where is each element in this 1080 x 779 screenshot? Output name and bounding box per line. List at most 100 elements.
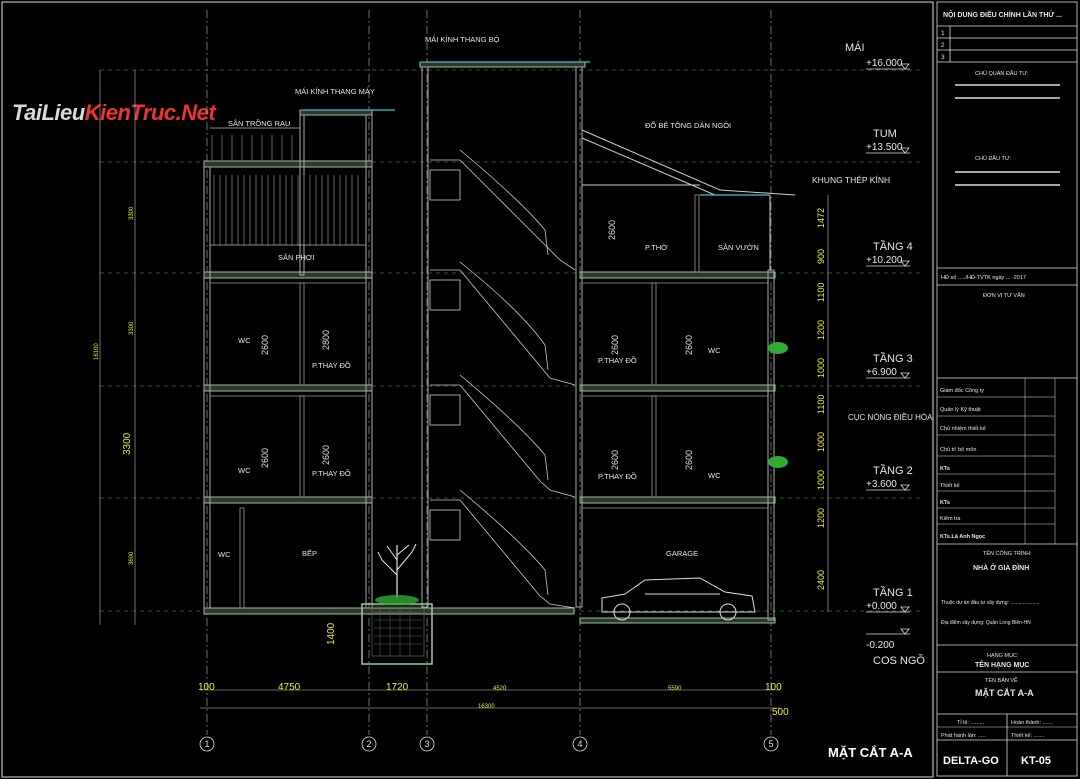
dim-l-overall: 16100 xyxy=(94,343,100,360)
tb-project-label: TÊN CÔNG TRÌNH: xyxy=(983,549,1032,557)
label-garden-yard: SÂN VƯỜN xyxy=(718,243,759,252)
tb-role-0: Giám đốc Công ty xyxy=(940,388,984,394)
plant-balcony-2 xyxy=(768,456,788,468)
dim-r-3: 1200 xyxy=(816,320,826,340)
tb-role-5: Thiết kế xyxy=(940,483,960,489)
level-name-f1: TẦNG 1 xyxy=(873,586,913,599)
level-name-f4: TẦNG 4 xyxy=(873,240,913,253)
label-ac-unit: CỤC NÓNG ĐIỀU HÒA xyxy=(848,412,933,422)
left-dimension-chain: 16100 3300 3300 3600 3300 1400 xyxy=(94,70,337,645)
label-drying-yard: SÂN PHƠI xyxy=(278,253,314,262)
drawing-frame xyxy=(1,1,934,778)
tb-role-1: Quản lý Kỹ thuật xyxy=(940,407,981,413)
tree-planter xyxy=(361,543,433,665)
dim-r-0: 1472 xyxy=(816,208,826,228)
level-lines xyxy=(100,69,920,612)
tb-contract: HĐ số ...../HĐ-TVTK ngày ... -2017 xyxy=(941,275,1026,281)
label-roof-glass-stair: MÁI KÍNH THANG BỘ xyxy=(425,35,500,44)
label-roof-tile: ĐỔ BÊ TÔNG DÁN NGÓI xyxy=(645,121,731,130)
tb-sheet: Thiết kế: ....... xyxy=(1011,733,1045,739)
dim-b-100a: 100 xyxy=(198,682,215,693)
partitions xyxy=(210,194,768,609)
section-title: MẶT CẮT A-A xyxy=(828,745,913,760)
level-markers: MÁI +16.000 TUM +13.500 TẦNG 4 +10.200 T… xyxy=(845,41,925,667)
height-changing-r2: 2600 xyxy=(610,450,620,470)
tb-company-code: DELTA-GO xyxy=(943,755,999,767)
dim-r-6: 1000 xyxy=(816,432,826,452)
floor-slabs xyxy=(203,61,776,624)
grid-axis-3: 3 xyxy=(424,739,429,749)
dim-r-1: 900 xyxy=(816,249,826,264)
label-changing-r2: P.THAY ĐỒ xyxy=(598,471,637,481)
dim-r-9: 2400 xyxy=(816,570,826,590)
grid-axis-1: 1 xyxy=(204,739,209,749)
tb-project-line2: Địa điểm xây dựng: Quận Long Biên-HN xyxy=(941,619,1031,626)
level-value-f2: +3.600 xyxy=(866,479,897,490)
grid-axis-4: 4 xyxy=(577,739,582,749)
height-worship: 2600 xyxy=(607,220,617,240)
tb-consultant: ĐƠN VỊ TƯ VẤN xyxy=(983,292,1025,299)
label-kitchen: BẾP xyxy=(302,548,317,558)
tb-role-7: Kiểm tra xyxy=(940,515,961,522)
room-height-labels: 2600 2600 2800 2600 2600 2600 2600 2600 … xyxy=(260,220,694,470)
walls xyxy=(203,66,775,621)
label-steel-frame: KHUNG THÉP KÍNH xyxy=(812,175,890,185)
level-name-f2: TẦNG 2 xyxy=(873,464,913,477)
watermark-text-a: TaiLieu xyxy=(12,100,85,125)
dim-b-4750: 4750 xyxy=(278,682,301,693)
label-garage: GARAGE xyxy=(666,549,698,558)
level-name-tum: TUM xyxy=(873,128,897,140)
label-wc-f1: WC xyxy=(218,550,231,559)
tb-role-2: Chủ nhiệm thiết kế xyxy=(940,425,986,432)
dim-l-1400: 1400 xyxy=(326,622,337,645)
dim-r-7: 1000 xyxy=(816,470,826,490)
tb-sheet-code: KT-05 xyxy=(1021,755,1051,767)
height-changing-f3: 2800 xyxy=(321,330,331,350)
level-value-street: -0.200 xyxy=(866,640,895,651)
tb-project-name: NHÀ Ở GIA ĐÌNH xyxy=(973,563,1029,572)
dim-r-5: 1100 xyxy=(816,395,826,414)
glass-roofs xyxy=(304,61,770,196)
right-dimension-chain: 1472 900 1100 1200 1000 1100 1000 1000 1… xyxy=(816,195,829,612)
level-value-tum: +13.500 xyxy=(866,142,903,153)
height-changing-f2: 2600 xyxy=(321,445,331,465)
tb-investor: CHỦ ĐẦU TƯ: xyxy=(975,155,1012,162)
height-wc-f2: 2600 xyxy=(260,448,270,468)
tb-category-name: TÊN HẠNG MỤC xyxy=(975,660,1029,669)
tb-revision-3: 3 xyxy=(941,54,945,61)
height-changing-r3: 2600 xyxy=(610,335,620,355)
height-wc-r2: 2600 xyxy=(684,450,694,470)
label-wc-r2: WC xyxy=(708,471,721,480)
dim-r-2: 1100 xyxy=(816,283,826,302)
staircase xyxy=(429,149,576,609)
level-value-f3: +6.900 xyxy=(866,367,897,378)
level-value-f4: +10.200 xyxy=(866,255,903,266)
tb-revision-header: NỘI DUNG ĐIỀU CHỈNH LẦN THỨ ... xyxy=(943,9,1062,19)
labels: MÁI KÍNH THANG BỘ MÁI KÍNH THANG MÁY SÂN… xyxy=(218,35,933,559)
height-wc-r3: 2600 xyxy=(684,335,694,355)
watermark-text-b: KienTruc.Net xyxy=(84,100,216,125)
tb-drawing-name: MẶT CẮT A-A xyxy=(975,688,1034,698)
level-name-f3: TẦNG 3 xyxy=(873,352,913,365)
watermark-logo: TaiLieuKienTruc.Net xyxy=(12,100,216,126)
label-worship-room: P.THỜ xyxy=(645,243,668,252)
tb-category-label: HẠNG MỤC: xyxy=(987,653,1019,659)
grid-axis-2: 2 xyxy=(366,739,371,749)
level-value-f1: +0.000 xyxy=(866,601,897,612)
dim-l-3300c: 3300 xyxy=(122,432,133,455)
bottom-dimension-chain: 100 4750 1720 100 500 4520 5590 16300 xyxy=(198,682,789,718)
dim-b-4520: 4520 xyxy=(493,686,507,692)
level-value-roof: +16.000 xyxy=(866,58,903,69)
tb-project-line1: Thuộc dự án đầu tư xây dựng: ...........… xyxy=(941,600,1039,606)
dim-r-4: 1000 xyxy=(816,358,826,378)
tb-revision-1: 1 xyxy=(941,30,945,37)
dim-b-1720: 1720 xyxy=(386,682,409,693)
tb-role-4: KTs xyxy=(940,466,950,472)
plant-balcony-3 xyxy=(768,342,788,354)
tb-role-6: KTs xyxy=(940,500,950,506)
title-block: NỘI DUNG ĐIỀU CHỈNH LẦN THỨ ... 1 2 3 CH… xyxy=(936,1,1078,777)
label-changing-f2: P.THAY ĐỒ xyxy=(312,468,351,478)
tb-complete: Hoàn thành: ....... xyxy=(1011,720,1054,726)
dim-b-100b: 100 xyxy=(765,682,782,693)
tb-role-3: Chủ trì bộ môn xyxy=(940,446,976,453)
